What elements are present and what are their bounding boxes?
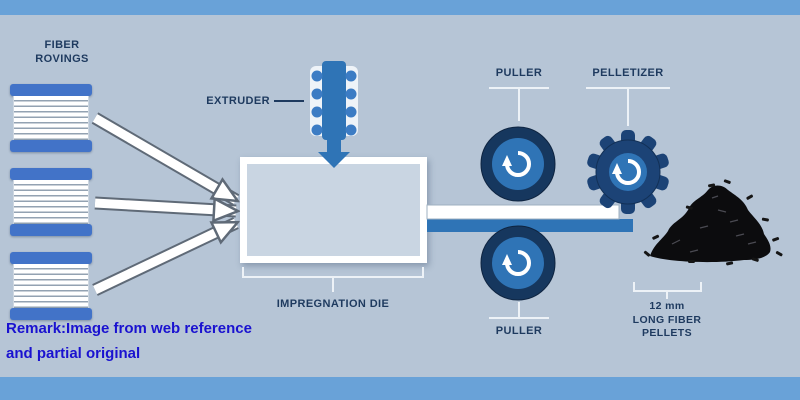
pelletizer-label: PELLETIZER — [592, 67, 664, 79]
strand-bar — [426, 204, 633, 232]
puller-top-bracket — [489, 87, 549, 121]
pellets-pile-image — [643, 179, 783, 266]
fiber-roving-spool — [10, 84, 92, 152]
extruder-label: EXTRUDER — [206, 95, 270, 107]
spool-body — [13, 264, 89, 308]
spool-cap — [10, 252, 92, 264]
fiber-roving-spool — [10, 252, 92, 320]
flow-arrow — [91, 112, 236, 206]
impregnation-die-bracket — [242, 267, 424, 292]
spool-cap — [10, 84, 92, 96]
spool-cap — [10, 168, 92, 180]
puller-top-label: PULLER — [495, 67, 543, 79]
fiber-rovings-label: FIBER ROVINGS — [35, 39, 89, 66]
puller-bottom-bracket — [489, 302, 549, 319]
puller-bottom-wheel-icon — [480, 225, 556, 301]
pelletizer-gear-icon — [587, 130, 669, 214]
remark-line-1: Remark:Image from web reference — [6, 320, 252, 337]
impregnation-die-label: IMPREGNATION DIE — [276, 298, 390, 310]
bottom-border-band — [0, 377, 800, 400]
pellets-label: 12 mm LONG FIBER PELLETS — [632, 300, 702, 340]
puller-bottom-label: PULLER — [495, 325, 543, 337]
spool-body — [13, 96, 89, 140]
callout-brackets — [242, 87, 702, 319]
pelletizer-bracket — [586, 87, 670, 126]
remark-line-2: and partial original — [6, 345, 141, 362]
spool-cap — [10, 308, 92, 320]
top-border-band — [0, 0, 800, 15]
flow-arrow — [94, 196, 236, 211]
pellets-bracket — [633, 282, 702, 299]
spool-body — [13, 180, 89, 224]
extruder-icon — [310, 61, 358, 140]
spool-cap — [10, 140, 92, 152]
converging-flow-arrows — [91, 112, 236, 296]
flow-arrow — [92, 217, 236, 296]
extruder-feed-arrow-icon — [318, 138, 350, 168]
spool-cap — [10, 224, 92, 236]
puller-top-wheel-icon — [480, 126, 556, 202]
fiber-roving-spool — [10, 168, 92, 236]
